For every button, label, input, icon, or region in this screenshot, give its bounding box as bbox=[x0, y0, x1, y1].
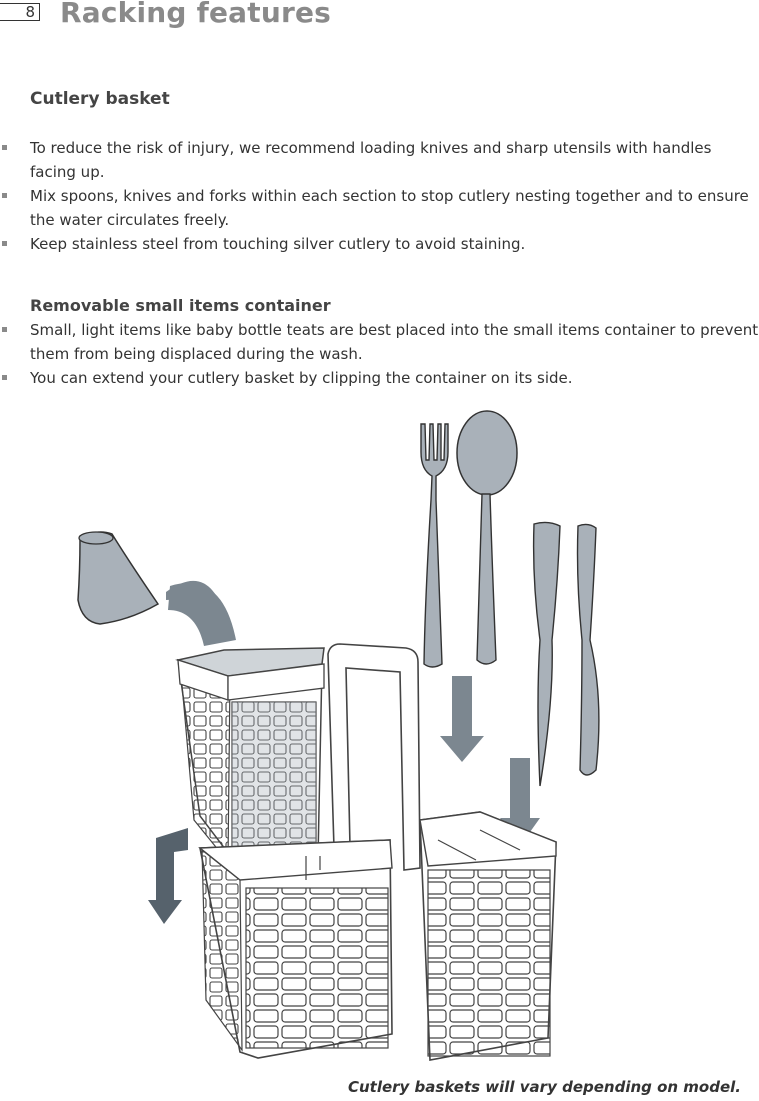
down-arrow-icon bbox=[440, 676, 484, 762]
list-item: Keep stainless steel from touching silve… bbox=[0, 232, 759, 256]
small-items-list: Small, light items like baby bottle teat… bbox=[0, 318, 759, 390]
caption: Cutlery baskets will vary depending on m… bbox=[347, 1078, 741, 1096]
list-item: Small, light items like baby bottle teat… bbox=[0, 318, 759, 366]
cutlery-basket-list: To reduce the risk of injury, we recomme… bbox=[0, 136, 759, 256]
bullet-icon bbox=[2, 145, 7, 150]
cutlery-basket-illustration bbox=[77, 410, 600, 1061]
section-heading-small-items-container: Removable small items container bbox=[30, 296, 331, 315]
list-item: Mix spoons, knives and forks within each… bbox=[0, 184, 759, 232]
small-items-container bbox=[175, 647, 325, 867]
list-item: You can extend your cutlery basket by cl… bbox=[0, 366, 759, 390]
bullet-icon bbox=[2, 241, 7, 246]
basket-handle bbox=[327, 643, 421, 871]
bottle-teat-icon bbox=[77, 531, 160, 625]
fork-icon bbox=[420, 423, 449, 668]
page-number: 8 bbox=[0, 3, 40, 21]
bullet-icon bbox=[2, 193, 7, 198]
bullet-icon bbox=[2, 327, 7, 332]
list-item: To reduce the risk of injury, we recomme… bbox=[0, 136, 759, 184]
cutlery-basket-right bbox=[419, 811, 557, 1061]
l-arrow-icon bbox=[148, 828, 188, 924]
spoon-icon bbox=[456, 410, 518, 665]
knife-icon bbox=[532, 521, 561, 787]
bullet-icon bbox=[2, 375, 7, 380]
knife-icon bbox=[576, 523, 600, 776]
cutlery-basket-left bbox=[198, 839, 393, 1059]
page-title: Racking features bbox=[60, 0, 332, 29]
section-heading-cutlery-basket: Cutlery basket bbox=[30, 89, 170, 109]
